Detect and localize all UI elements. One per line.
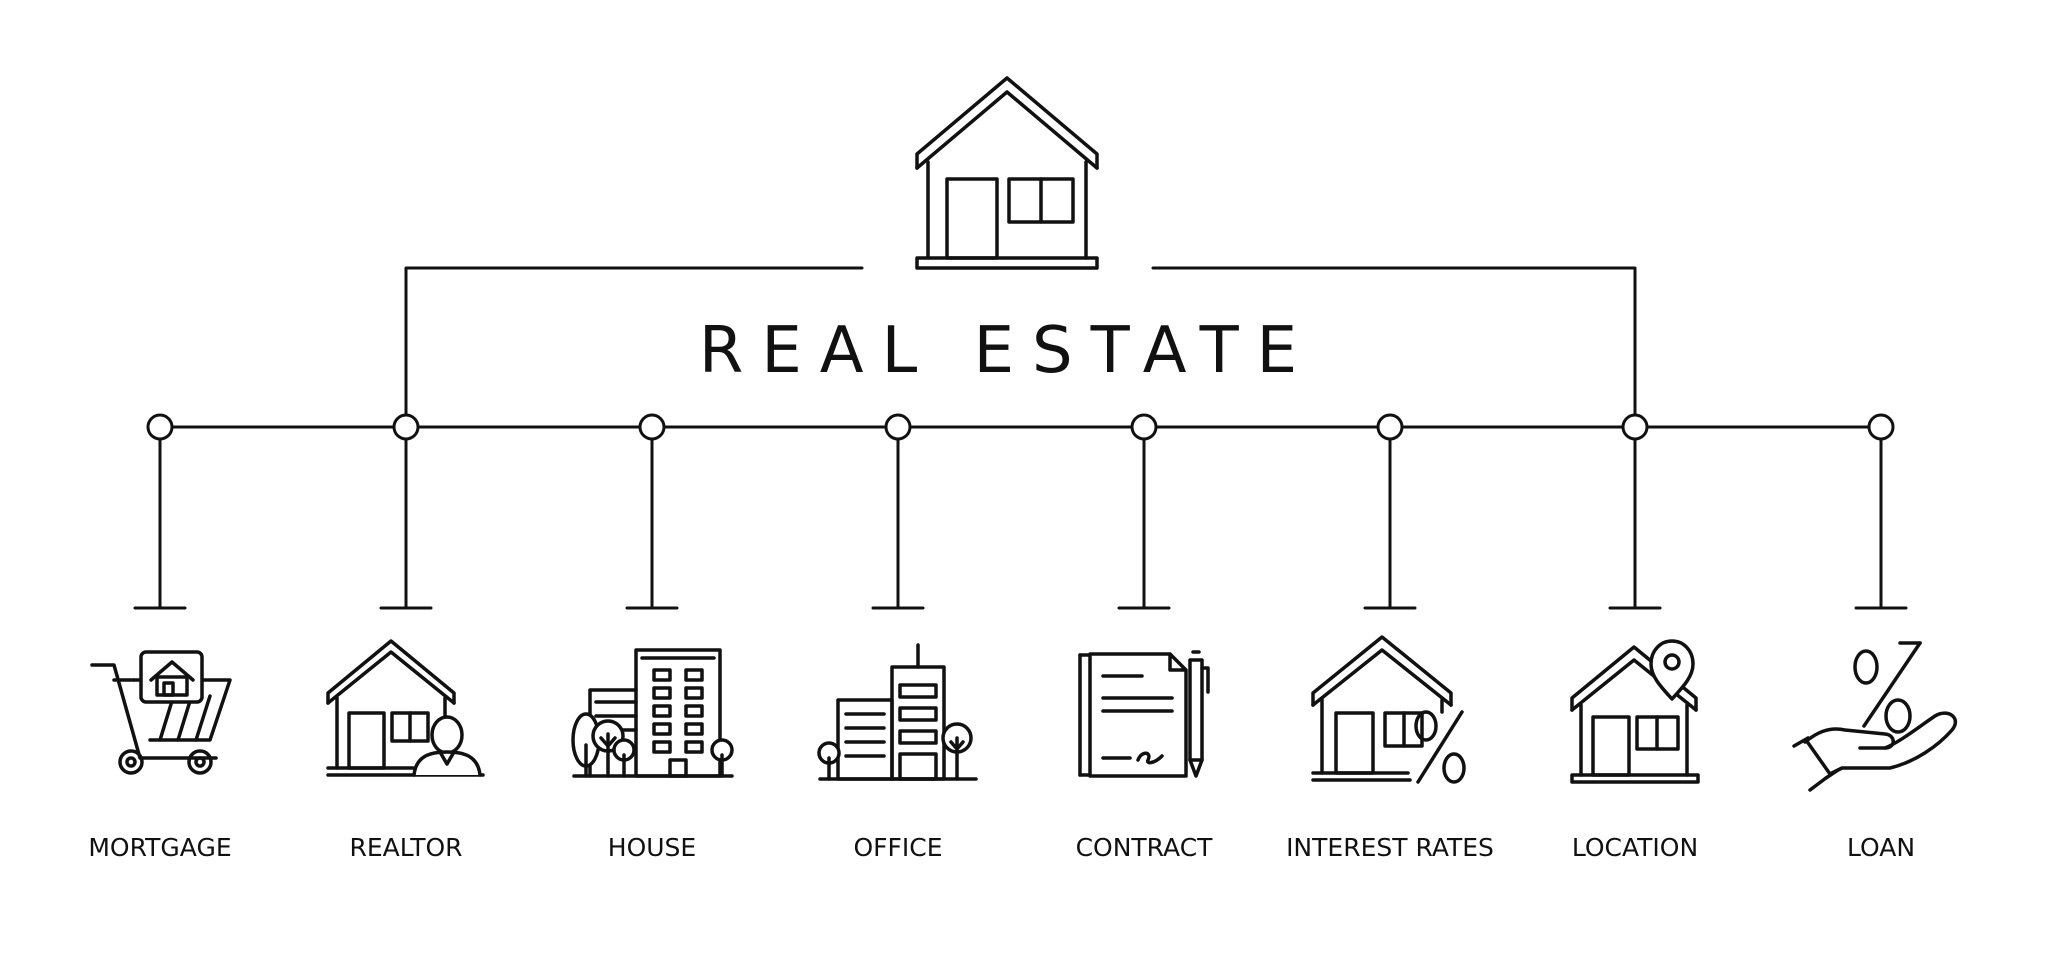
contract-document-icon — [1078, 650, 1210, 778]
office-buildings-icon — [817, 643, 978, 781]
timeline-node — [884, 413, 912, 441]
timeline-node — [392, 413, 420, 441]
item-label: REALTOR — [349, 833, 462, 862]
house-location-pin-icon — [1570, 639, 1700, 784]
item-label: HOUSE — [608, 833, 696, 862]
item-label: CONTRACT — [1076, 833, 1214, 862]
item-label: LOAN — [1847, 833, 1915, 862]
timeline-node — [1621, 413, 1649, 441]
item-label: LOCATION — [1572, 833, 1698, 862]
house-agent-icon — [326, 639, 485, 777]
timeline-node — [1376, 413, 1404, 441]
timeline-node — [1867, 413, 1895, 441]
apartment-buildings-icon — [571, 648, 734, 778]
main-house-icon — [915, 76, 1099, 270]
timeline-node — [146, 413, 174, 441]
item-label: OFFICE — [853, 833, 942, 862]
timeline-nodes: MORTGAGE REALTOR HOUSE OFFICE CONTRACT INTERE… — [88, 413, 1915, 862]
shopping-cart-house-icon — [90, 650, 232, 775]
timeline-node — [1130, 413, 1158, 441]
bracket-connector — [404, 266, 1637, 429]
page-title: REAL ESTATE — [699, 314, 1315, 388]
timeline-node — [638, 413, 666, 441]
item-label: INTEREST RATES — [1286, 833, 1494, 862]
house-percent-icon — [1311, 635, 1466, 784]
item-label: MORTGAGE — [88, 833, 231, 862]
hand-percent-icon — [1792, 641, 1958, 792]
